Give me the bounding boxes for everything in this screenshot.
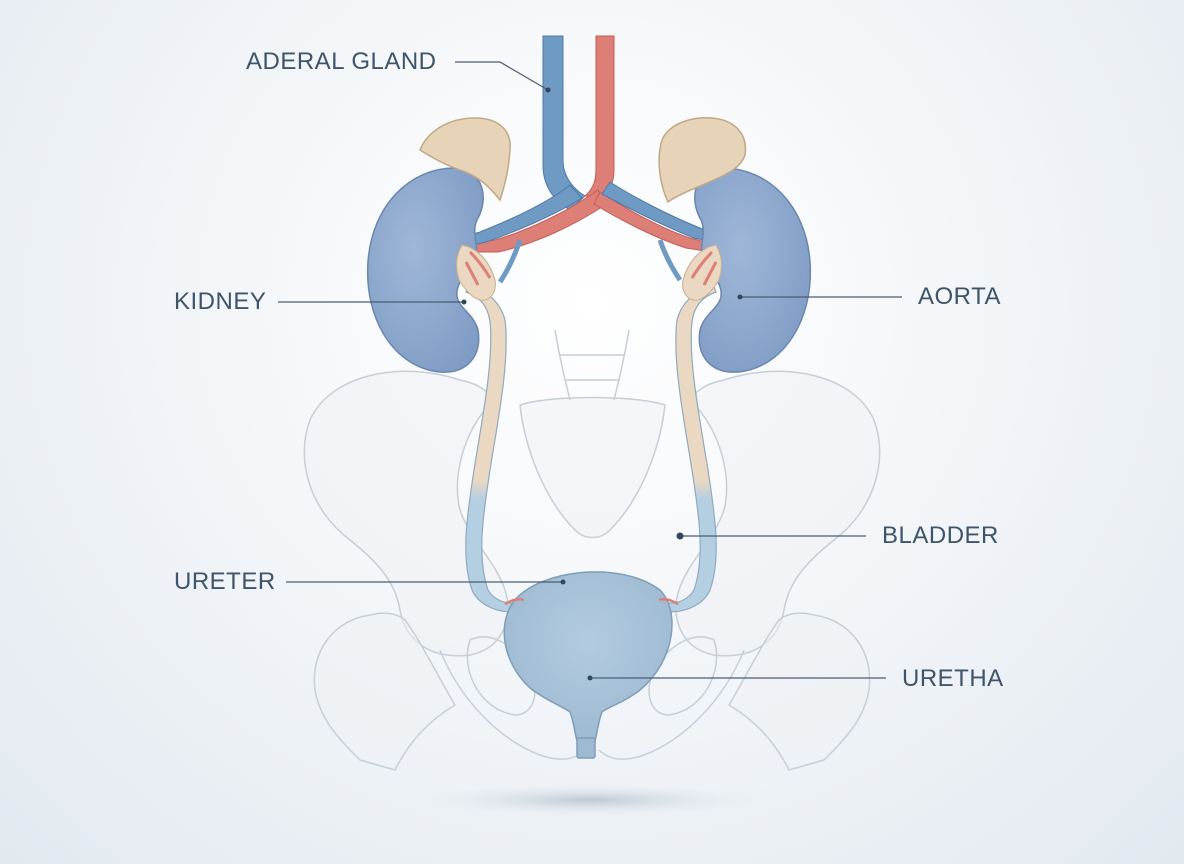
pelvis-bones [303,329,881,771]
adrenal-gland-right [658,117,747,204]
gonadal-vein-left [497,239,523,284]
anchor-aorta [737,294,743,300]
bladder [503,571,673,746]
left-femur [313,612,457,771]
sacrum [519,396,666,539]
kidney-right [694,167,812,373]
vena-cava [542,35,586,211]
right-femur [727,612,871,771]
hilum-vessels-right [690,250,718,286]
label-ureter: URETER [174,568,276,595]
renal-pelvis-left [456,244,496,301]
hilum-vessels-left [464,250,492,286]
renal-pelvis-right [682,244,722,301]
bladder-group [503,571,679,759]
label-kidney: KIDNEY [174,288,267,315]
urethra [576,737,596,759]
label-aorta: AORTA [918,283,1001,310]
right-obturator [648,636,718,716]
anchor-kidney [461,299,467,305]
kidneys [366,117,812,373]
leader-lines [278,61,902,679]
anchor-bladder [676,532,684,540]
anchor-urethra [587,675,593,681]
left-obturator [466,636,536,716]
anchor-ureter [560,579,566,585]
right-iliac-wing [675,370,881,657]
label-adrenal-gland: ADERAL GLAND [246,48,437,75]
anchor-adrenal-gland [545,87,551,93]
left-iliac-wing [303,370,509,657]
gonadal-vein-right [657,239,683,282]
label-bladder: BLADDER [882,522,999,549]
aorta-vessel [583,35,615,199]
pubic-arch [439,649,745,760]
leader-adrenal-gland [455,61,549,91]
lumbar-vertebra [554,329,630,401]
label-urethra: URETHA [902,665,1004,692]
adrenal-gland-left [419,117,511,202]
ground-shadow [420,784,760,816]
ureter-entry-left [504,597,525,606]
kidney-left [366,167,484,373]
ureter-entry-right [658,597,679,606]
great-vessels [465,35,715,284]
anchor-dots [461,87,743,681]
